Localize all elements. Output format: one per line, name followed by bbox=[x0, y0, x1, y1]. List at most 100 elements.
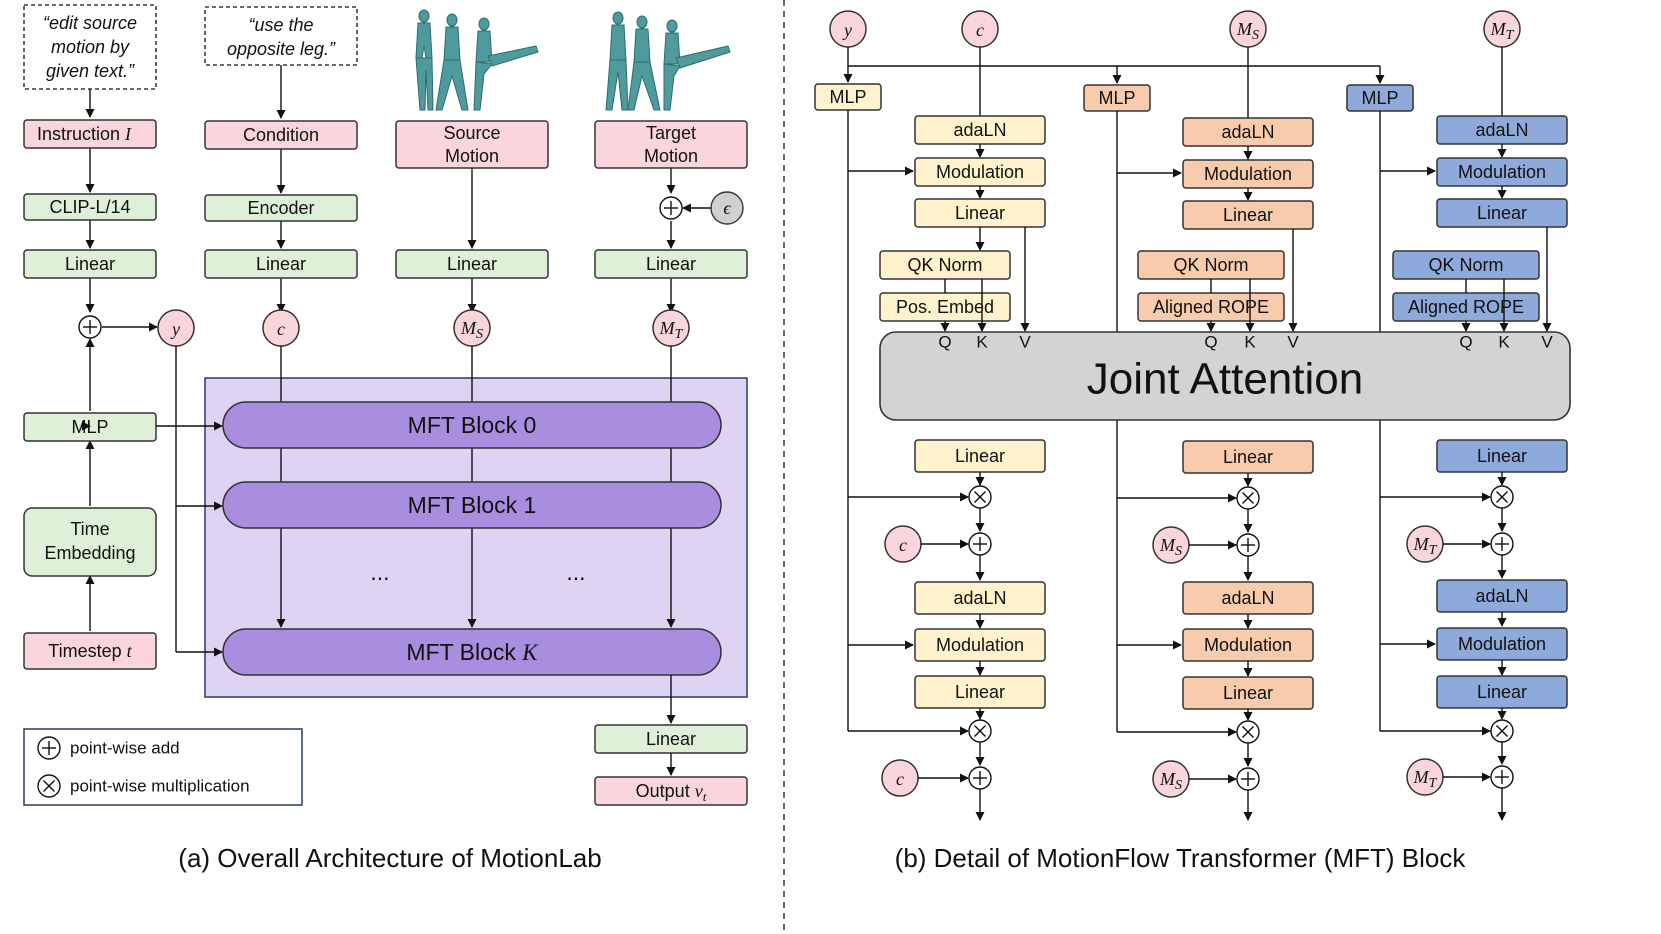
mlp-box-text: MLP bbox=[814, 83, 882, 111]
svg-text:Instruction I: Instruction I bbox=[37, 124, 132, 144]
svg-text:Motion: Motion bbox=[644, 146, 698, 166]
svg-text:CLIP-L/14: CLIP-L/14 bbox=[49, 197, 130, 217]
quote-line: “edit source bbox=[43, 13, 137, 33]
svg-text:ϵ: ϵ bbox=[723, 198, 731, 218]
clip-box: CLIP-L/14 bbox=[23, 193, 157, 221]
svg-text:MLP: MLP bbox=[1361, 88, 1398, 108]
condition-quote: “use the opposite leg.” bbox=[204, 6, 358, 66]
svg-text:Linear: Linear bbox=[1223, 205, 1273, 225]
times-icon bbox=[37, 774, 61, 798]
svg-text:Aligned ROPE: Aligned ROPE bbox=[1153, 297, 1269, 317]
svg-text:MS: MS bbox=[1159, 535, 1182, 559]
q-label: Q bbox=[1204, 333, 1217, 352]
q-label: Q bbox=[938, 333, 951, 352]
linear-box-text-2: Linear bbox=[914, 675, 1046, 709]
modulation-box-target-2: Modulation bbox=[1436, 627, 1568, 661]
instruction-quote: “edit source motion by given text.” bbox=[23, 4, 157, 90]
svg-text:Pos. Embed: Pos. Embed bbox=[896, 297, 994, 317]
mlp-box-source: MLP bbox=[1083, 84, 1151, 112]
legend: point-wise add point-wise multiplication bbox=[23, 728, 303, 806]
svg-text:adaLN: adaLN bbox=[953, 588, 1006, 608]
rope-box-target: Aligned ROPE bbox=[1392, 292, 1540, 322]
q-label: Q bbox=[1459, 333, 1472, 352]
linear-box-text-out: Linear bbox=[914, 439, 1046, 473]
add-symbol bbox=[78, 315, 102, 339]
k-label: K bbox=[1244, 333, 1256, 352]
adaln-box-text-2: adaLN bbox=[914, 581, 1046, 615]
linear-box-target-out: Linear bbox=[1436, 439, 1568, 473]
svg-text:Linear: Linear bbox=[646, 729, 696, 749]
output-box: Output vt bbox=[594, 776, 748, 806]
mft-block-k: MFT Block K bbox=[222, 628, 722, 676]
k-label: K bbox=[976, 333, 988, 352]
quote-line: motion by bbox=[51, 37, 130, 57]
caption-a: (a) Overall Architecture of MotionLab bbox=[178, 843, 601, 873]
svg-text:QK Norm: QK Norm bbox=[1428, 255, 1503, 275]
svg-text:QK Norm: QK Norm bbox=[907, 255, 982, 275]
linear-box-source-2: Linear bbox=[1182, 676, 1314, 710]
adaln-box-source-2: adaLN bbox=[1182, 581, 1314, 615]
svg-text:adaLN: adaLN bbox=[953, 120, 1006, 140]
linear-box-source: Linear bbox=[395, 249, 549, 279]
svg-text:MT: MT bbox=[1490, 19, 1515, 43]
ellipsis: ... bbox=[566, 559, 585, 585]
modulation-box-source: Modulation bbox=[1182, 159, 1314, 189]
svg-text:Linear: Linear bbox=[1477, 446, 1527, 466]
svg-text:c: c bbox=[899, 535, 907, 555]
svg-text:c: c bbox=[277, 319, 285, 339]
svg-text:MLP: MLP bbox=[1098, 88, 1135, 108]
ms-node: MS bbox=[453, 309, 491, 347]
qknorm-box-target: QK Norm bbox=[1392, 250, 1540, 280]
v-label: V bbox=[1287, 333, 1299, 352]
svg-text:Condition: Condition bbox=[243, 125, 319, 145]
linear-box-target: Linear bbox=[1436, 198, 1568, 228]
svg-text:MLP: MLP bbox=[71, 417, 108, 437]
svg-text:MS: MS bbox=[1236, 19, 1259, 43]
svg-text:c: c bbox=[976, 20, 984, 40]
mt-node: MT bbox=[1406, 525, 1444, 563]
quote-line: given text.” bbox=[46, 61, 135, 81]
epsilon-node: ϵ bbox=[710, 191, 744, 225]
linear-box-source-out: Linear bbox=[1182, 440, 1314, 474]
mft-block-1: MFT Block 1 bbox=[222, 481, 722, 529]
encoder-box: Encoder bbox=[204, 194, 358, 222]
svg-text:MS: MS bbox=[460, 318, 483, 342]
svg-text:Modulation: Modulation bbox=[936, 162, 1024, 182]
timestep-box: Timestep t bbox=[23, 632, 157, 670]
y-node: y bbox=[829, 10, 867, 48]
c-node: c bbox=[262, 309, 300, 347]
svg-text:Linear: Linear bbox=[1223, 683, 1273, 703]
adaln-box-target: adaLN bbox=[1436, 115, 1568, 145]
svg-text:MLP: MLP bbox=[829, 87, 866, 107]
multiply-icon bbox=[968, 485, 992, 509]
svg-text:MS: MS bbox=[1159, 769, 1182, 793]
svg-text:Linear: Linear bbox=[1477, 682, 1527, 702]
svg-text:adaLN: adaLN bbox=[1475, 120, 1528, 140]
instruction-box: Instruction I bbox=[23, 119, 157, 149]
svg-text:Modulation: Modulation bbox=[936, 635, 1024, 655]
add-icon bbox=[968, 766, 992, 790]
modulation-box-source-2: Modulation bbox=[1182, 628, 1314, 662]
modulation-box-text: Modulation bbox=[914, 157, 1046, 187]
ms-node: MS bbox=[1229, 10, 1267, 48]
svg-text:Modulation: Modulation bbox=[1204, 635, 1292, 655]
multiply-icon bbox=[1236, 720, 1260, 744]
svg-text:Timestep t: Timestep t bbox=[48, 641, 132, 661]
condition-box: Condition bbox=[204, 120, 358, 150]
svg-text:MFT Block 1: MFT Block 1 bbox=[408, 492, 537, 518]
svg-text:Linear: Linear bbox=[256, 254, 306, 274]
svg-text:point-wise add: point-wise add bbox=[70, 739, 180, 758]
svg-text:Linear: Linear bbox=[955, 682, 1005, 702]
modulation-box-target: Modulation bbox=[1436, 157, 1568, 187]
svg-text:Source: Source bbox=[443, 123, 500, 143]
posembed-box-text: Pos. Embed bbox=[879, 292, 1011, 322]
target-motion-figures bbox=[605, 11, 731, 111]
joint-attention-block: Joint Attention Q K V Q K V Q K V bbox=[879, 331, 1571, 421]
ellipsis: ... bbox=[370, 559, 389, 585]
mt-node: MT bbox=[652, 309, 690, 347]
multiply-icon bbox=[968, 719, 992, 743]
linear-box-condition: Linear bbox=[204, 249, 358, 279]
svg-text:MT: MT bbox=[1413, 767, 1438, 791]
c-node: c bbox=[884, 525, 922, 563]
mlp-box: MLP bbox=[23, 412, 157, 442]
